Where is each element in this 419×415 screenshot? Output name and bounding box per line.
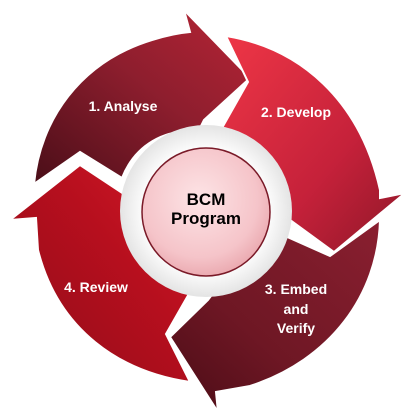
segment-analyse	[32, 9, 252, 187]
segment-label-review: 4. Review	[64, 279, 128, 295]
segment-label-analyse: 1. Analyse	[89, 98, 158, 114]
hub-circle	[141, 147, 271, 277]
segment-label-develop: 2. Develop	[261, 104, 331, 120]
center-line-2: Program	[171, 209, 241, 228]
segment-label-embed: 3. Embed	[265, 281, 327, 297]
segment-label-verify: Verify	[277, 320, 315, 336]
center-line-1: BCM	[187, 190, 226, 209]
segment-label-and: and	[284, 301, 309, 317]
